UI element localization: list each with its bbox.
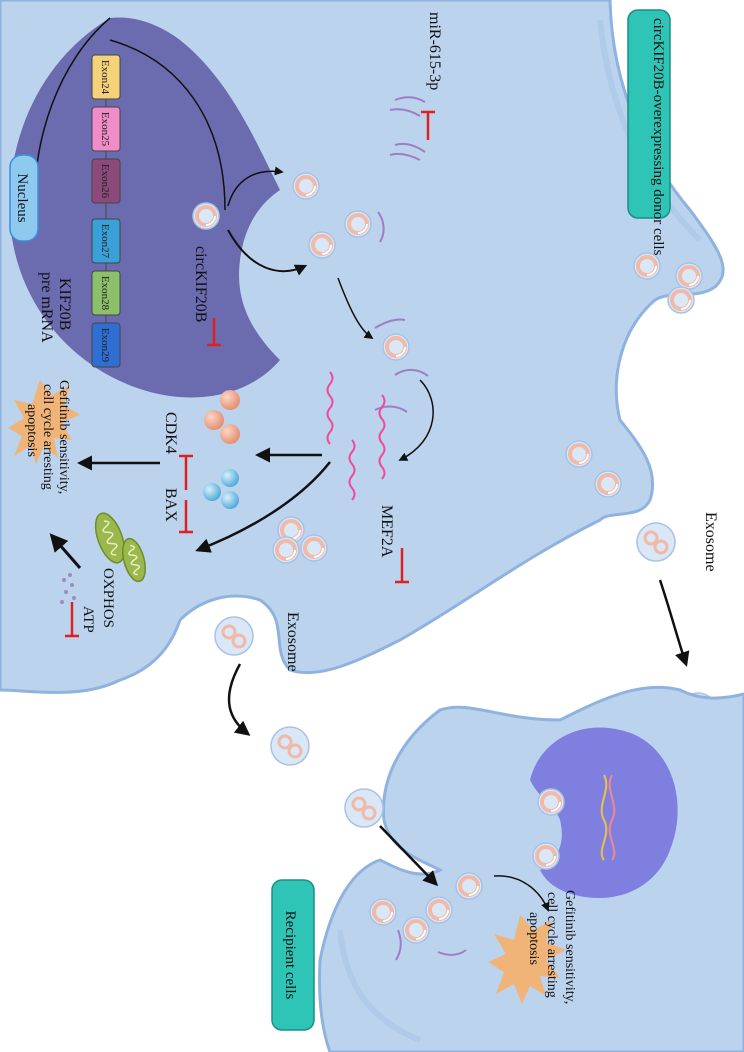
nucleus-label: Nucleus — [14, 173, 30, 222]
recipient-outcome-burst — [488, 915, 566, 1004]
oxphos-label: OXPHOS — [100, 568, 116, 628]
exosome-top — [635, 521, 677, 563]
cdk4-up-arrow — [179, 454, 193, 490]
dna-helix — [600, 774, 616, 861]
mef2a-label: MEF2A — [378, 505, 395, 558]
recipient-outcome-line1: Gefitinib sensitivity, — [562, 890, 577, 1004]
circ-up-arrow — [207, 318, 221, 347]
exon-29-label: Exon29 — [99, 328, 111, 363]
arrow-to-bax — [195, 461, 331, 553]
exosome-bottom-arrived — [269, 725, 311, 767]
exon-25-label: Exon25 — [99, 112, 111, 147]
mef2a-up-arrow — [395, 548, 409, 584]
bax-up-arrow — [179, 500, 193, 534]
export-arrow-upper — [227, 166, 284, 207]
recipient-nucleus — [530, 727, 678, 898]
mef2a-mrna — [326, 371, 386, 501]
export-arrow-lower — [227, 229, 308, 276]
exosome-bottom-label: Exosome — [284, 612, 301, 672]
mitochondria — [94, 512, 146, 583]
donor-outcome-burst — [8, 380, 80, 464]
atp-up-arrow — [65, 602, 79, 638]
cdk4-proteins — [204, 390, 240, 444]
atp-dots — [60, 573, 76, 604]
recipient-cell — [318, 685, 744, 1052]
exon-stack: Exon24 Exon25 Exon26 Exon27 Exon28 Exon2… — [91, 54, 121, 368]
pre-mrna-label: pre mRNA — [38, 272, 55, 343]
mirna-label: miR-615-3p — [426, 12, 443, 90]
exon-27-label: Exon27 — [99, 224, 111, 259]
recipient-cells-box — [271, 879, 315, 1031]
donor-outcome-line1: Gefitinib sensitivity, — [56, 380, 71, 494]
donor-outcome-line3: apoptosis — [24, 404, 39, 457]
exosome-bottom — [213, 615, 255, 657]
recipient-cells-label: Recipient cells — [282, 911, 298, 1000]
bax-proteins — [203, 469, 239, 509]
recipient-mirna-fragments — [395, 929, 467, 961]
kif20b-label: KIF20B — [56, 278, 73, 330]
exosome-top-label: Exosome — [702, 512, 719, 572]
exon-26-label: Exon26 — [99, 164, 111, 199]
recipient-outcome-line3: apoptosis — [526, 912, 541, 965]
donor-outcome-line2: cell cycle arresting — [40, 384, 55, 490]
atp-label: ATP — [80, 606, 96, 633]
nucleus-label-box — [9, 154, 39, 242]
bax-label: BAX — [162, 488, 179, 522]
cdk4-label: CDK4 — [162, 412, 179, 454]
exon-28-label: Exon28 — [99, 276, 111, 311]
exon-24-label: Exon24 — [99, 60, 111, 95]
circkif20b-label: circKIF20B — [192, 246, 209, 322]
recipient-outcome-line2: cell cycle arresting — [544, 892, 559, 998]
nucleus — [9, 17, 280, 398]
circkif20b-ring — [191, 201, 221, 231]
mirna-fragments — [374, 96, 429, 413]
mirna-up-arrow — [421, 110, 435, 140]
donor-cells-box — [627, 9, 671, 219]
donor-cells-label-line1: circKIF20B-overexpressing donor cells — [650, 18, 666, 256]
